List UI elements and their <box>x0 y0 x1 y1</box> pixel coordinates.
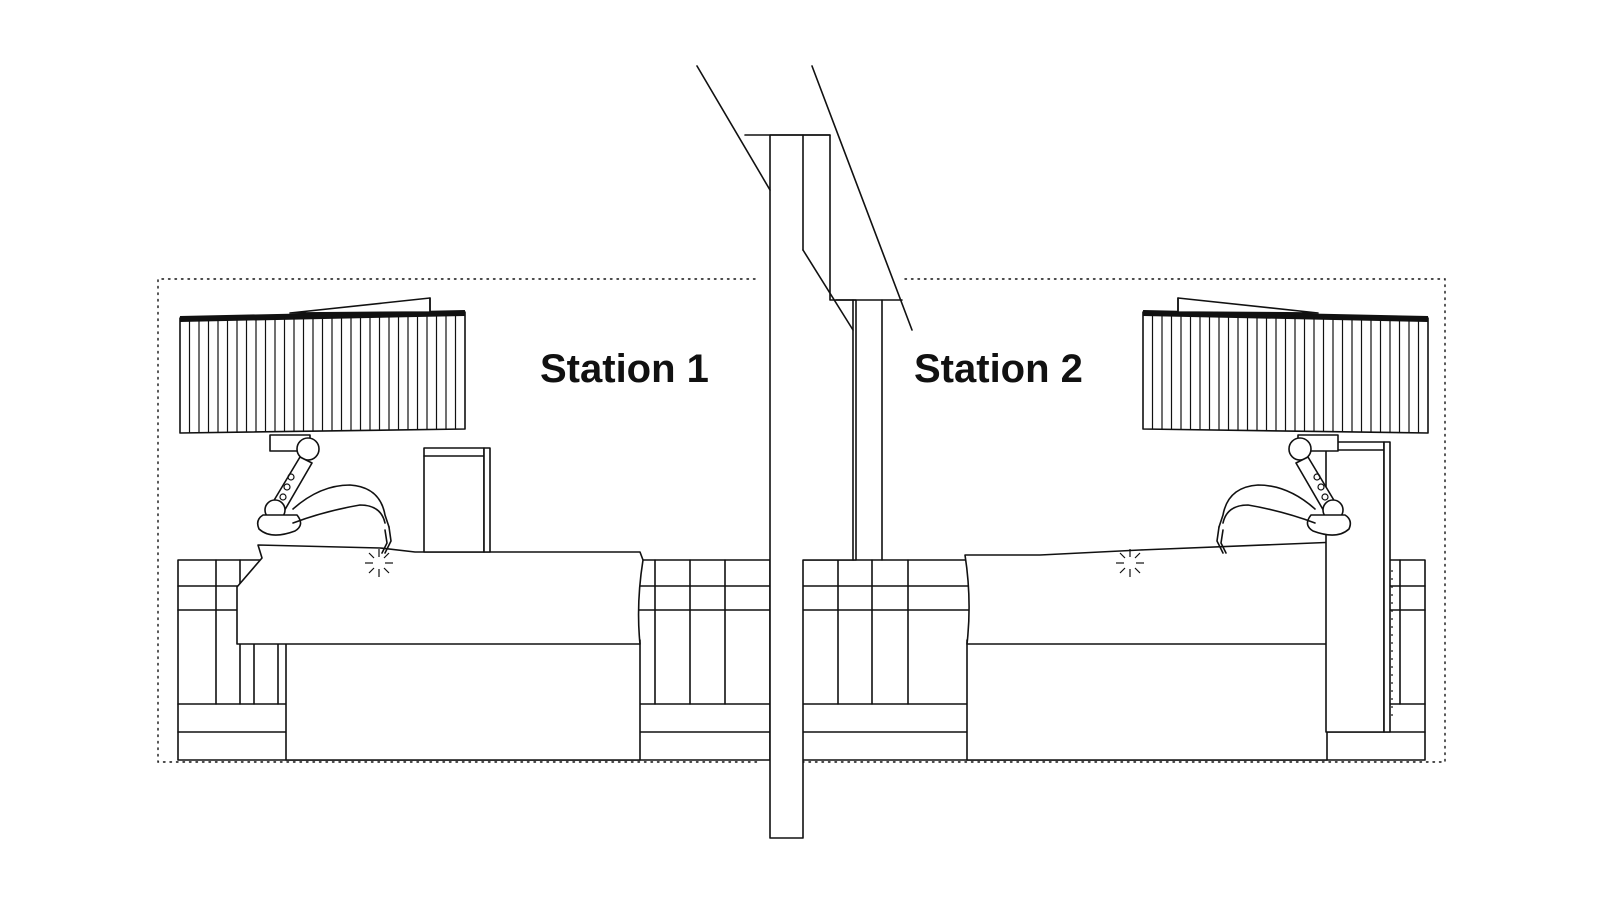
station-1-robot-welder <box>256 434 392 554</box>
station-1-enclosure <box>157 278 761 763</box>
station-1-control-cabinet <box>423 447 491 553</box>
station-1-label: Station 1 <box>540 347 709 391</box>
central-column <box>744 134 903 839</box>
station-2-workpiece <box>964 541 1373 761</box>
overhead-beam <box>696 65 913 331</box>
station-2-label: Station 2 <box>914 347 1083 391</box>
station-1-workpiece <box>236 544 644 761</box>
station-1-hvac-unit <box>180 298 465 433</box>
station-2-enclosure <box>799 278 1446 763</box>
station-2-control-cabinet <box>1325 441 1393 733</box>
station-2-hvac-unit <box>1143 298 1428 433</box>
